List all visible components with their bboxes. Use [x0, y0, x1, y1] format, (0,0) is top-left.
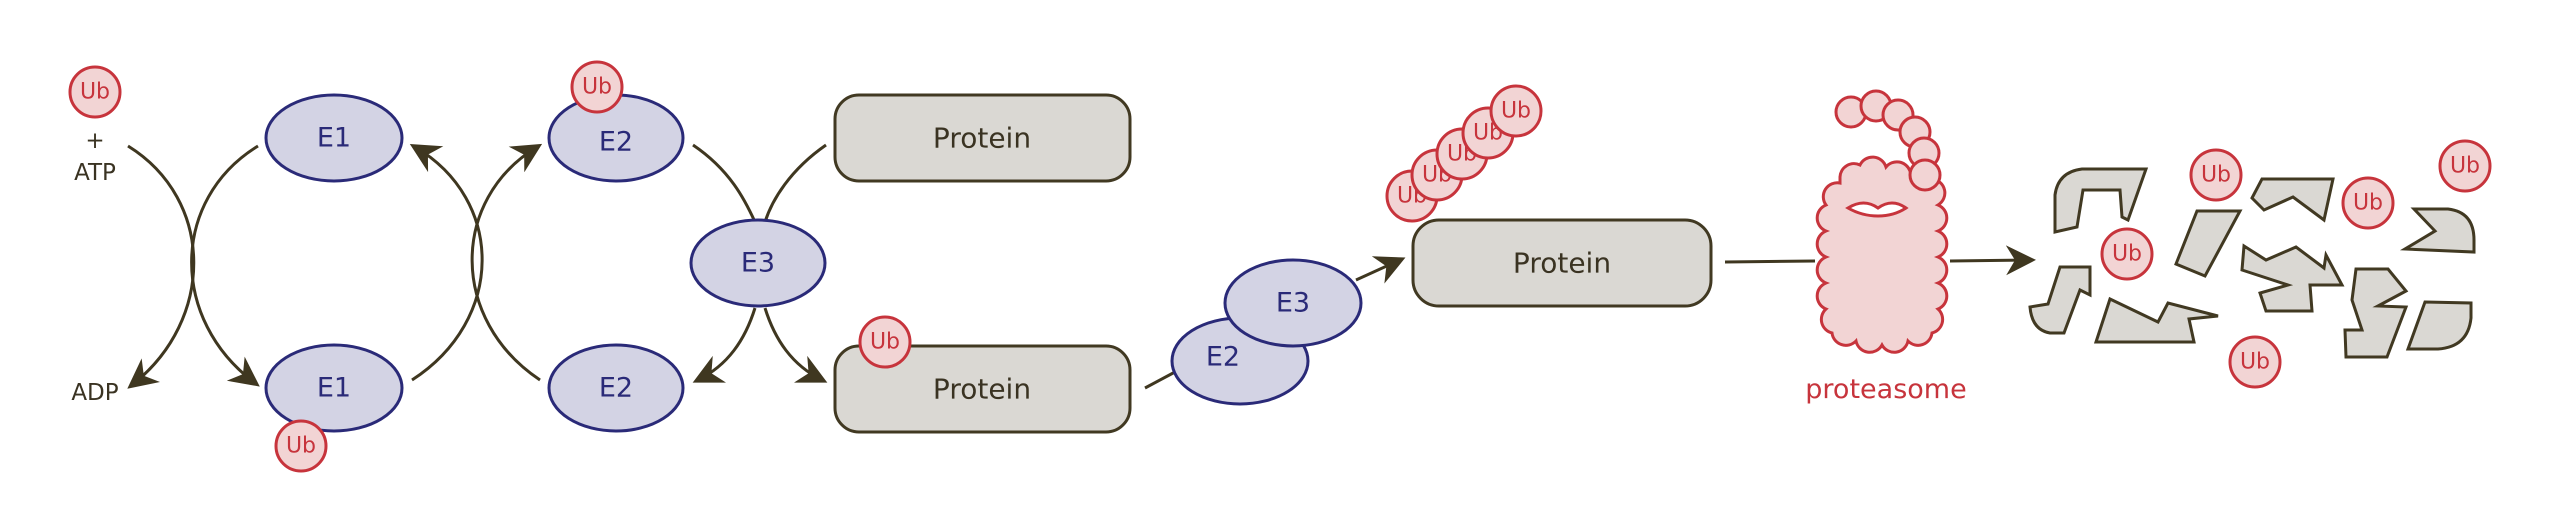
proteasome-label: proteasome [1805, 374, 1966, 405]
ubiquitin-label: Ub [2240, 350, 2270, 375]
e1-loaded-label: E1 [317, 373, 351, 404]
e2-loaded-label: E2 [599, 127, 633, 158]
peptide-fragments [2028, 167, 2476, 359]
proteasome: proteasome [1805, 89, 1967, 405]
substrate-protein-label: Protein [933, 122, 1031, 155]
e1-loaded-enzyme: E1 Ub [264, 343, 404, 473]
protein-to-complex-line [1144, 370, 1176, 390]
ubiquitin-icon [570, 60, 624, 114]
ubiquitin-icon [2100, 227, 2154, 281]
ubiquitin-icon [858, 315, 912, 369]
ubiquitin-label: Ub [2450, 154, 2480, 179]
substrate-protein: Protein [833, 93, 1132, 183]
ubiquitin-label: Ub [286, 434, 316, 459]
ubiquitin-icon [68, 65, 122, 119]
ubiquitin-icon [274, 419, 328, 473]
peptide-fragment [2343, 267, 2409, 359]
plus-sign: + [85, 128, 104, 154]
peptide-fragment [2174, 209, 2243, 278]
peptide-fragment [2405, 300, 2473, 351]
mono-ub-protein-label: Protein [933, 373, 1031, 406]
peptide-fragment [2093, 296, 2219, 344]
e3-label: E3 [741, 248, 775, 279]
released-ubiquitins: Ub Ub Ub Ub Ub [2100, 139, 2492, 389]
e3-to-protein-arrow [763, 307, 828, 383]
e3-complex-label: E3 [1276, 288, 1310, 319]
poly-ub-protein-label: Protein [1513, 247, 1611, 280]
protein-to-proteasome-line [1724, 259, 1816, 264]
ubiquitin-label: Ub [870, 330, 900, 355]
atp-to-adp-arrow [127, 144, 196, 389]
e2-loading-arrow [470, 143, 543, 382]
e2-free-enzyme: E2 [547, 343, 685, 433]
ubiquitin-icon [2341, 176, 2395, 230]
e3-enzyme: E3 [689, 218, 827, 308]
peptide-fragment [2240, 243, 2345, 313]
e2-to-e3-line [692, 143, 757, 223]
ubiquitin-label: Ub [2201, 163, 2231, 188]
ubiquitin-icon [2228, 335, 2282, 389]
adp-label: ADP [71, 380, 118, 406]
ubiquitin-label: Ub [582, 75, 612, 100]
poly-ubiquitinated-protein: Protein [1411, 218, 1713, 308]
ubiquitin-label: Ub [1501, 99, 1531, 124]
e2-e3-complex: E2 E3 [1170, 258, 1363, 406]
e1-free-enzyme: E1 [264, 93, 404, 183]
peptide-fragment [2250, 177, 2335, 223]
e3-to-e2-arrow [692, 307, 757, 383]
peptide-fragment [2053, 167, 2149, 234]
e2-free-label: E2 [599, 373, 633, 404]
peptide-fragment [2028, 265, 2092, 335]
proteasome-cap [1834, 89, 1942, 192]
peptide-fragment [2399, 207, 2476, 254]
ubiquitin-icon [1489, 84, 1543, 138]
ubiquitin-label: Ub [2112, 242, 2142, 267]
ubiquitin-label: Ub [80, 80, 110, 105]
atp-label: ATP [74, 160, 116, 186]
proteasome-to-fragments-arrow [1949, 245, 2036, 276]
protein-to-e3-line [763, 143, 827, 223]
ubiquitin-icon [2189, 148, 2243, 202]
ub-atp-input: Ub + ATP [68, 65, 122, 186]
mono-ubiquitinated-protein: Protein Ub [833, 315, 1132, 434]
e1-return-arrow [409, 143, 484, 382]
complex-to-polyub-arrow [1355, 256, 1406, 284]
e1-activation-arrow [190, 144, 260, 387]
ubiquitin-label: Ub [2353, 191, 2383, 216]
e2-complex-label: E2 [1206, 342, 1240, 373]
e1-free-label: E1 [317, 123, 351, 154]
ubiquitin-icon [2438, 139, 2492, 193]
poly-ubiquitin-chain: Ub Ub Ub Ub Ub [1385, 84, 1543, 223]
e2-loaded-enzyme: E2 Ub [547, 60, 685, 183]
